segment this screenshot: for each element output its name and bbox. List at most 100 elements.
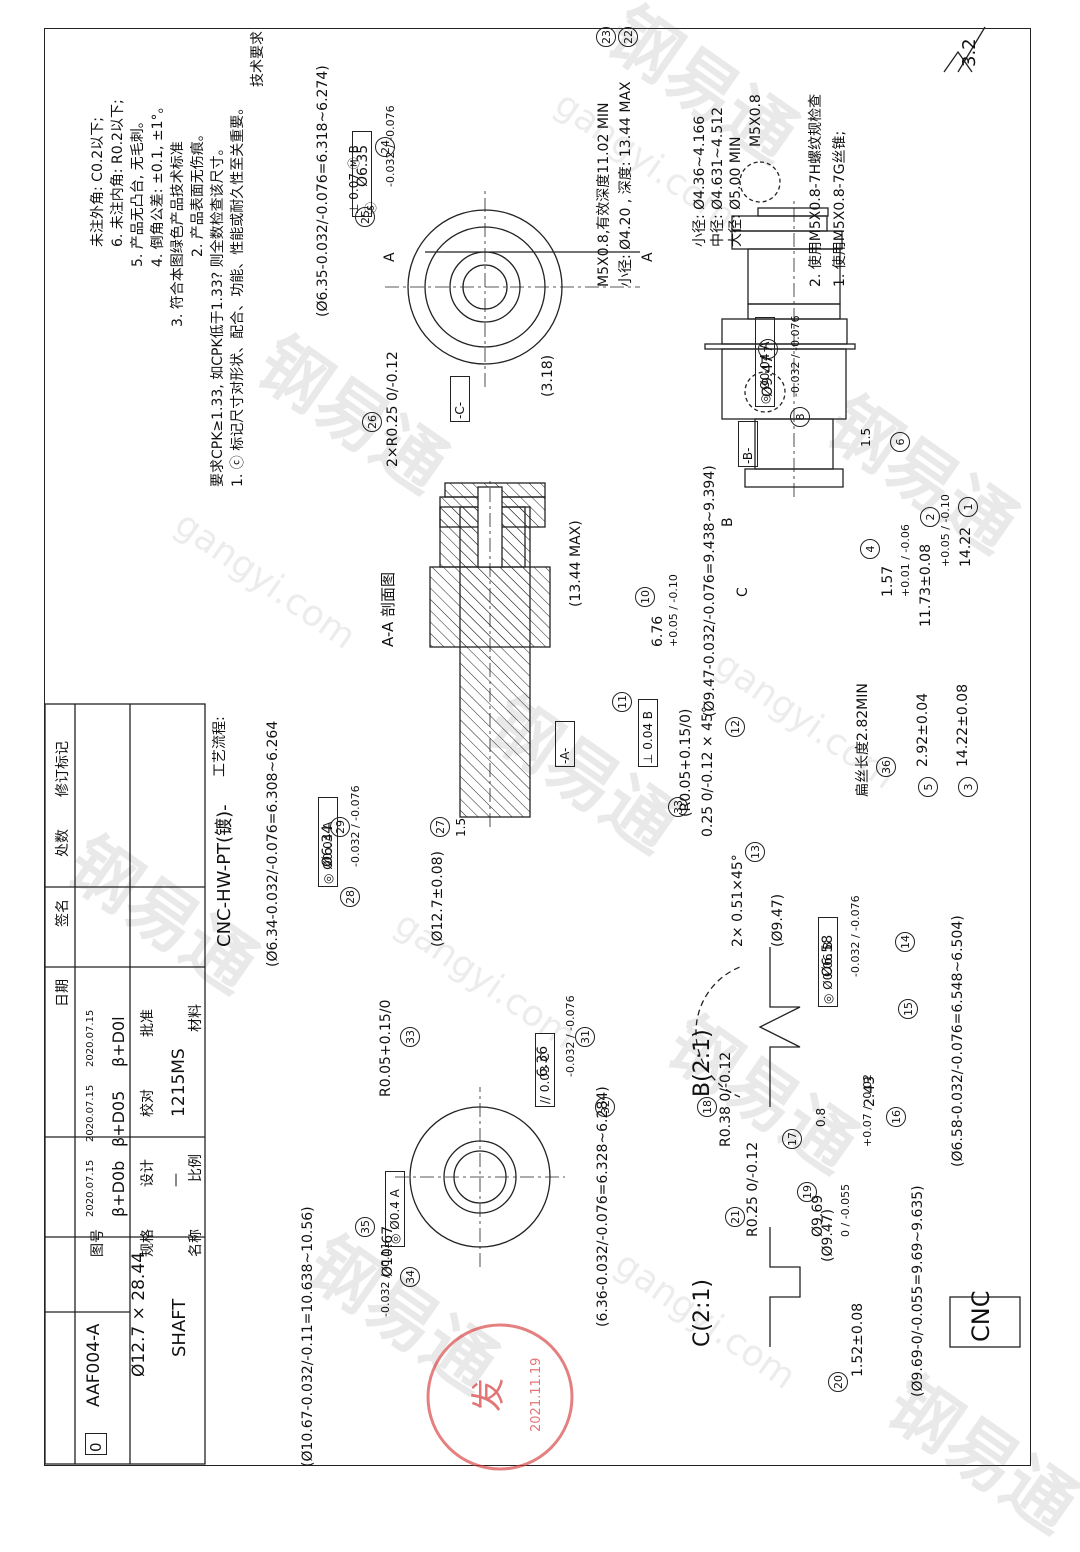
detail-c-d21: R0.25 0/-0.12	[745, 1141, 761, 1237]
cnc-label: CNC	[967, 1290, 995, 1342]
dim-7-tol: -0.032 / -0.076	[789, 315, 802, 397]
finish-6: 1.5	[859, 427, 873, 447]
tb-name-label: 名称	[188, 1229, 204, 1257]
surface-finish-value: 3.2	[959, 38, 980, 67]
gdt-8: ◎ Ø0.04 A	[755, 317, 775, 407]
dim-4: 1.57	[880, 565, 896, 597]
dim-3-18: (3.18)	[540, 354, 556, 397]
callout-4: 4	[860, 539, 880, 559]
main-view	[704, 161, 856, 497]
detail-c-d20: 1.52±0.08	[850, 1302, 866, 1377]
tech-title: 技术要求	[250, 31, 266, 87]
detail-b-view	[695, 947, 801, 1107]
callout-21: 21	[725, 1207, 745, 1227]
detail-b-d18: R0.38 0/-0.12	[718, 1051, 734, 1147]
section-mark-a2: A	[640, 252, 656, 262]
thread-pitch: 中径: Ø4.631~4.512	[710, 106, 726, 247]
dim-29-ref: (Ø6.34-0.032/-0.076=6.308~6.264	[265, 720, 281, 967]
dim-1: 14.22	[958, 526, 974, 567]
gdt-35: ◎ Ø0.4 A	[385, 1171, 405, 1247]
finish-symbol	[943, 26, 986, 73]
tb-material: 1215MS	[169, 1048, 189, 1117]
detail-b-title: B(2:1)	[690, 1029, 715, 1097]
callout-16: 16	[886, 1107, 906, 1127]
detail-b-947: (Ø9.47)	[770, 893, 786, 947]
note-top-1: 1. 使用M5X0.8-7G丝锥;	[832, 130, 848, 287]
dim-10-tol: +0.05 / -0.10	[667, 574, 680, 647]
tb-date: 日期	[55, 979, 71, 1007]
callout-3: 3	[958, 777, 978, 797]
tb-process-label: 工艺流程:	[212, 716, 228, 777]
detail-b-d14-tol: -0.032 / -0.076	[849, 895, 862, 977]
dim-29-tol: -0.032 / -0.076	[349, 785, 362, 867]
dim-24-ref: (Ø6.35-0.032/-0.076=6.318~6.274)	[315, 65, 331, 317]
callout-22: 22	[618, 27, 638, 47]
cnc-box-frame	[949, 1296, 1021, 1348]
ev-d31-tol: -0.032 / -0.076	[564, 995, 577, 1077]
callout-15: 15	[898, 999, 918, 1019]
tech-item-6b: 未注外角: C0.2以下;	[90, 117, 106, 247]
dim-26: 2×R0.25 0/-0.12	[385, 351, 401, 467]
dim-12-7: (Ø12.7±0.08)	[430, 850, 446, 947]
tb-process: CNC-HW-PT(镀)-	[214, 804, 235, 947]
callout-6: 6	[890, 432, 910, 452]
callout-11: 11	[612, 692, 632, 712]
tb-spec: Ø12.7 × 28.44	[129, 1252, 149, 1377]
gdt-25: ⊥ 0.07 Ⓜ B Ⓢ	[347, 131, 378, 217]
callout-12: 12	[725, 717, 745, 737]
detail-c-title: C(2:1)	[690, 1279, 715, 1347]
tb-scale: —	[168, 1173, 184, 1187]
note-top-2: 2. 使用M5X0.8-7H螺纹规检查	[808, 93, 824, 287]
callout-17: 17	[782, 1129, 802, 1149]
detail-c-947: (Ø9.47)	[820, 1208, 836, 1262]
datum-c: -C-	[450, 376, 470, 422]
callout-5: 5	[918, 777, 938, 797]
tech-item-5: 5. 产品无凸台, 无毛刺。	[130, 114, 146, 267]
tech-item-2: 2. 产品表面无伤痕。	[190, 127, 206, 257]
detail-b-d16-tol: +0.07 / -0.02	[861, 1074, 874, 1147]
dim-10: 6.76	[650, 615, 666, 647]
stamp-date: 2021.11.19	[529, 1357, 544, 1432]
callout-2: 2	[920, 507, 940, 527]
detail-c-d19-tol: 0 / -0.055	[839, 1183, 852, 1237]
tb-design-label: 设计	[140, 1159, 156, 1187]
tech-item-4: 4. 倒角公差: ±0.1, ±1°。	[150, 99, 166, 267]
callout-34: 34	[400, 1267, 420, 1287]
tb-material-label: 材料	[188, 1004, 204, 1032]
ev-d32-ref: (6.36-0.032/-0.076=6.328~6.284)	[595, 1086, 611, 1327]
tb-approve-label: 批准	[140, 1009, 156, 1037]
approval-stamp	[426, 1323, 574, 1471]
detail-c-d19-ref: (Ø9.69-0/-0.055=9.69~9.635)	[910, 1185, 926, 1397]
gdt-15: ◎ Ø0.06 B	[818, 917, 838, 1007]
tb-dwg: AAF004-A	[84, 1323, 104, 1407]
dim-2: 11.73±0.08	[918, 544, 934, 627]
tech-item-6: 6. 未注内角: R0.2以下;	[110, 99, 126, 247]
dim-33a: (R0.05+0.15/0)	[678, 708, 694, 817]
dim-24-tol: -0.032 / -0.076	[384, 105, 397, 187]
callout-22-text: 小径: Ø4.20 , 深度: 13.44 MAX	[618, 81, 634, 287]
ev-d34-tol: -0.032 / -0.11	[379, 1242, 392, 1317]
label-b: B	[720, 517, 736, 527]
section-view	[429, 477, 551, 827]
dim-36: 扁丝长度2.82MIN	[855, 683, 871, 797]
dim-5: 2.92±0.04	[915, 692, 931, 767]
gdt-32: // 0.03 C	[535, 1033, 555, 1107]
section-title: A-A 剖面图	[379, 571, 397, 647]
callout-13: 13	[745, 842, 765, 862]
callout-36: 36	[876, 757, 896, 777]
end-view-top	[385, 187, 640, 387]
tb-date-3: 2020.07.15	[85, 1159, 96, 1217]
gdt-11: ⊥ 0.04 B	[638, 699, 658, 767]
thread-title: M5X0.8	[748, 94, 764, 147]
dim-1-tol: +0.05 / -0.10	[939, 494, 952, 567]
callout-8: 8	[790, 407, 810, 427]
thread-minor: 小径: Ø4.36~4.166	[692, 115, 708, 247]
tech-item-1b: 要求CPK≥1.33, 如CPK低于1.33? 则全数检查该尺寸。	[210, 141, 226, 487]
callout-27: 27	[430, 817, 450, 837]
callout-28: 28	[340, 887, 360, 907]
end-view-bottom	[395, 1087, 565, 1267]
dim-3: 14.22±0.08	[955, 684, 971, 767]
dim-4-tol: +0.01 / -0.06	[899, 524, 912, 597]
